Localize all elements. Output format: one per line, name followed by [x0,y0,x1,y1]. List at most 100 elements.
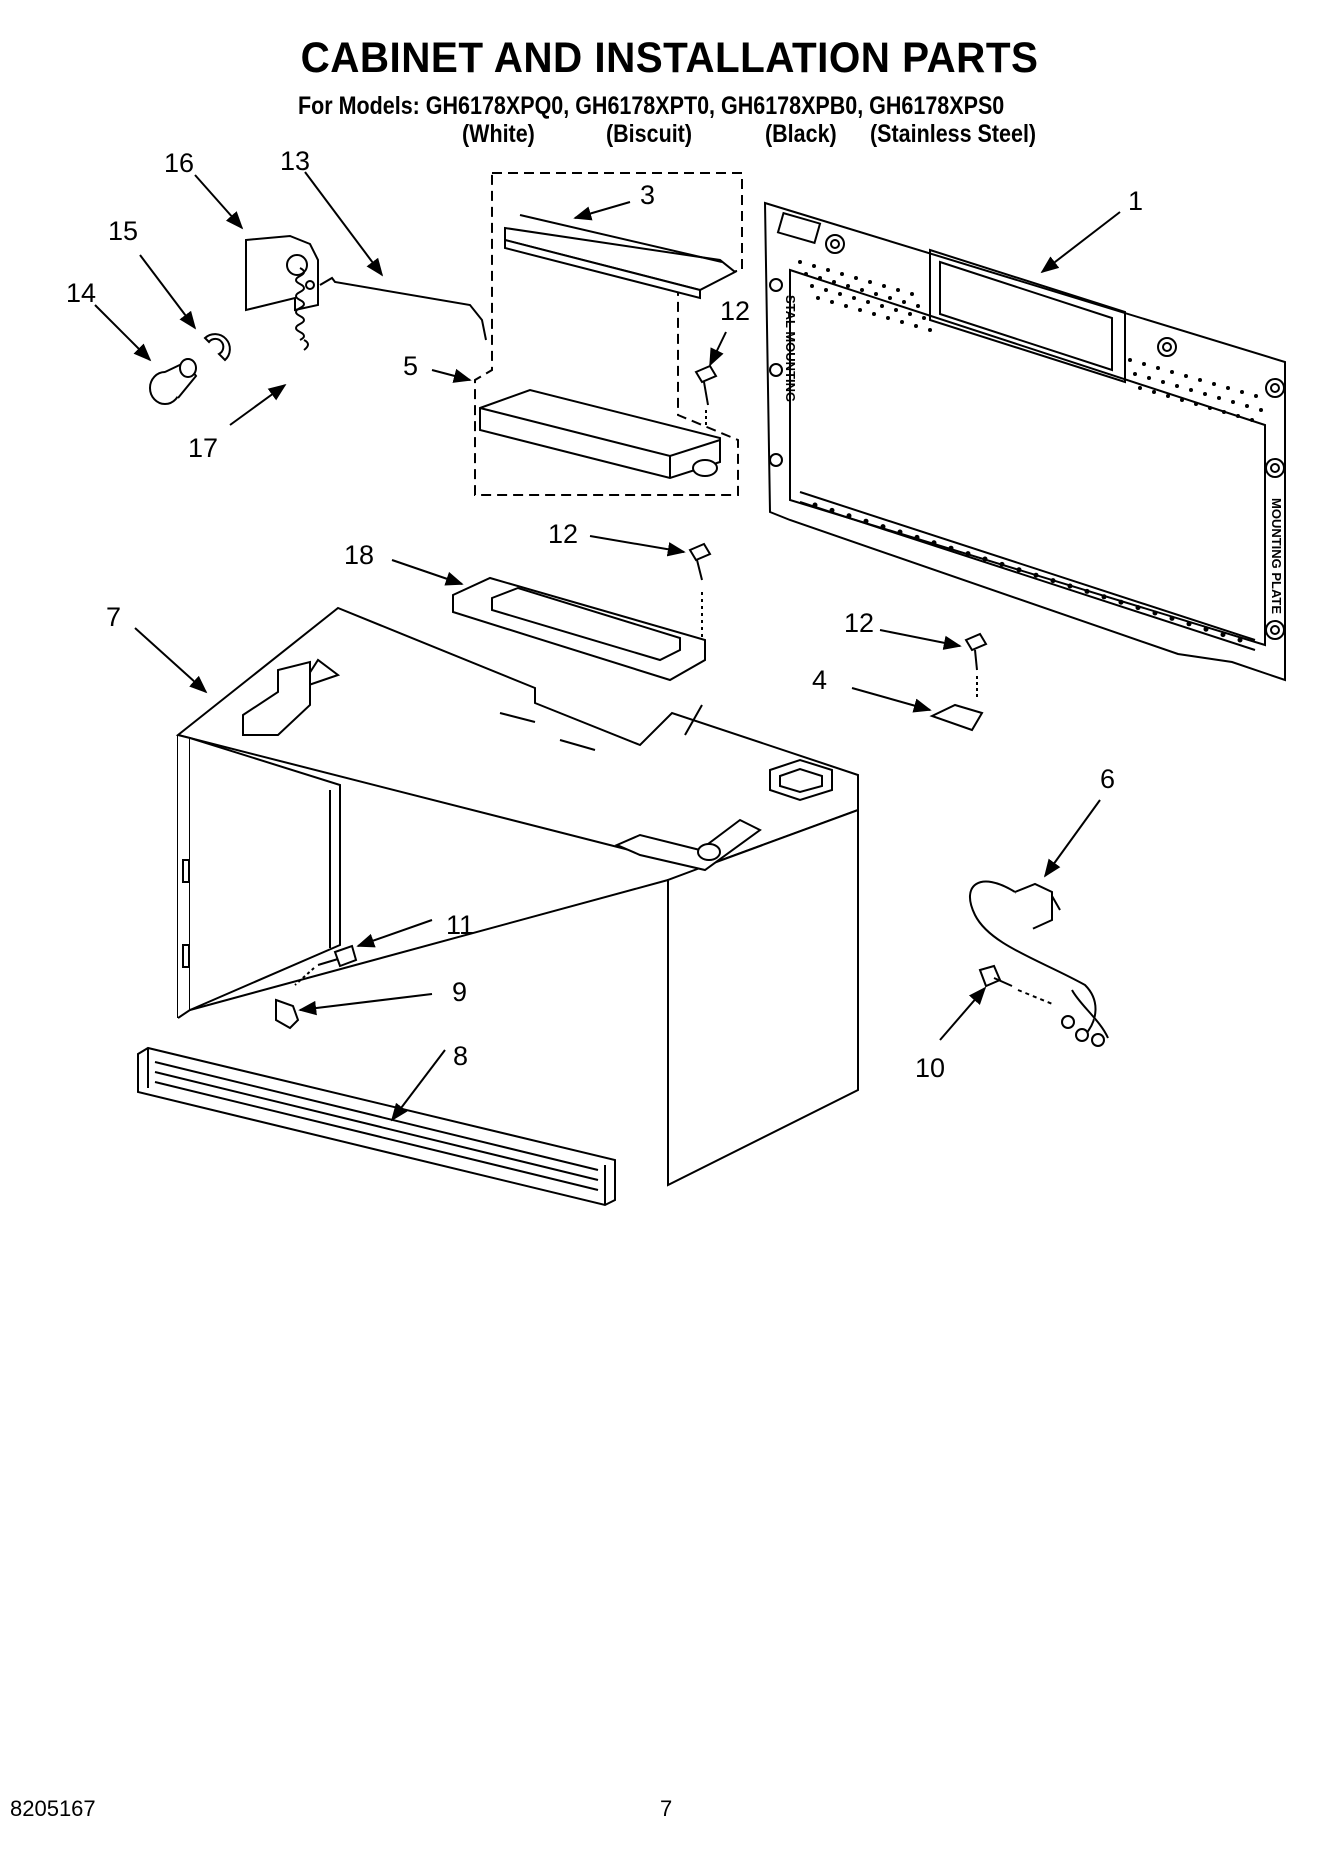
variant-biscuit: (Biscuit) [606,120,692,148]
perforation-dot [1259,408,1263,412]
callout-5: 5 [403,351,418,381]
perforation-dot [886,316,890,320]
perforation-dot [1175,384,1179,388]
gasket-part-18 [452,576,706,682]
callout-12-right: 12 [844,608,874,638]
screw-part-11 [294,944,358,986]
callout-7: 7 [106,602,121,632]
mounting-plate-perforations [798,260,1263,643]
perforation-dot [838,292,842,296]
perforation-dot [914,534,920,540]
plate-label-right: MOUNTING PLATE [1269,498,1284,614]
mounting-plate-part: MOUNTING PLATE STAL MOUNTING [763,201,1286,682]
perforation-dot [863,518,869,524]
callout-18: 18 [344,540,374,570]
perforation-dot [829,507,835,513]
callout-16: 16 [164,148,194,178]
perforation-dot [818,276,822,280]
perforation-dot [1226,386,1230,390]
perforation-dot [858,308,862,312]
perforation-dot [866,300,870,304]
perforation-dot [798,260,802,264]
perforation-dot [1033,572,1039,578]
bracket-part-4 [929,703,984,732]
group-box-dashed [474,172,743,496]
grille-part-8 [137,1046,616,1207]
callout-10: 10 [915,1053,945,1083]
perforation-dot [1016,567,1022,573]
callout-14: 14 [66,278,96,308]
perforation-dot [1170,370,1174,374]
perforation-dot [1186,621,1192,627]
perforation-dot [804,272,808,276]
perforation-dot [1152,390,1156,394]
wire-part-13 [319,276,487,341]
perforation-dot [914,324,918,328]
perforation-dot [810,284,814,288]
perforation-dot [922,316,926,320]
perforation-dot [832,280,836,284]
perforation-dot [1128,358,1132,362]
perforation-dot [1142,362,1146,366]
screw-part-12-c [964,632,988,700]
perforation-dot [846,513,852,519]
callout-labels: 1 3 4 5 6 7 8 9 10 11 12 12 12 13 14 15 … [66,146,1143,1083]
rail-part-3 [504,214,737,300]
perforation-dot [860,288,864,292]
pin-part-14 [149,358,198,405]
callout-15: 15 [108,216,138,246]
perforation-dot [897,529,903,535]
perforation-dot [854,276,858,280]
perforation-dot [1240,390,1244,394]
perforation-dot [1194,402,1198,406]
callout-8: 8 [453,1041,468,1071]
perforation-dot [1250,418,1254,422]
perforation-dot [1245,404,1249,408]
perforation-dot [902,300,906,304]
perforation-dot [896,288,900,292]
perforation-dot [882,284,886,288]
clip-part-9 [275,998,300,1030]
perforation-dot [1217,396,1221,400]
harness-part-6 [969,880,1109,1047]
callout-3: 3 [640,180,655,210]
perforation-dot [868,280,872,284]
perforation-dot [1222,410,1226,414]
perforation-dot [872,312,876,316]
perforation-dot [824,288,828,292]
perforation-dot [816,296,820,300]
perforation-dot [812,502,818,508]
perforation-dot [1231,400,1235,404]
callout-13: 13 [280,146,310,176]
callout-12-top: 12 [720,296,750,326]
perforation-dot [880,304,884,308]
screw-part-10 [978,964,1056,1006]
perforation-dot [1152,610,1158,616]
screw-part-12-a [694,364,718,425]
perforation-dot [1184,374,1188,378]
perforation-dot [852,296,856,300]
perforation-dot [826,268,830,272]
cabinet-part-7 [175,606,859,1187]
spring-part-17 [295,267,309,351]
perforation-dot [874,292,878,296]
perforation-dot [931,540,937,546]
variant-white: (White) [462,120,535,148]
callout-9: 9 [452,977,467,1007]
bracket-part-16 [245,234,319,312]
perforation-dot [1101,594,1107,600]
perforation-dot [1254,394,1258,398]
callout-12-middle: 12 [548,519,578,549]
perforation-dot [1169,615,1175,621]
perforation-dot [1156,366,1160,370]
perforation-dot [880,524,886,530]
perforation-dot [1212,382,1216,386]
perforation-dot [1236,414,1240,418]
perforation-dot [812,264,816,268]
callout-17: 17 [188,433,218,463]
perforation-dot [830,300,834,304]
perforation-dot [916,304,920,308]
perforation-dot [846,284,850,288]
perforation-dot [982,556,988,562]
